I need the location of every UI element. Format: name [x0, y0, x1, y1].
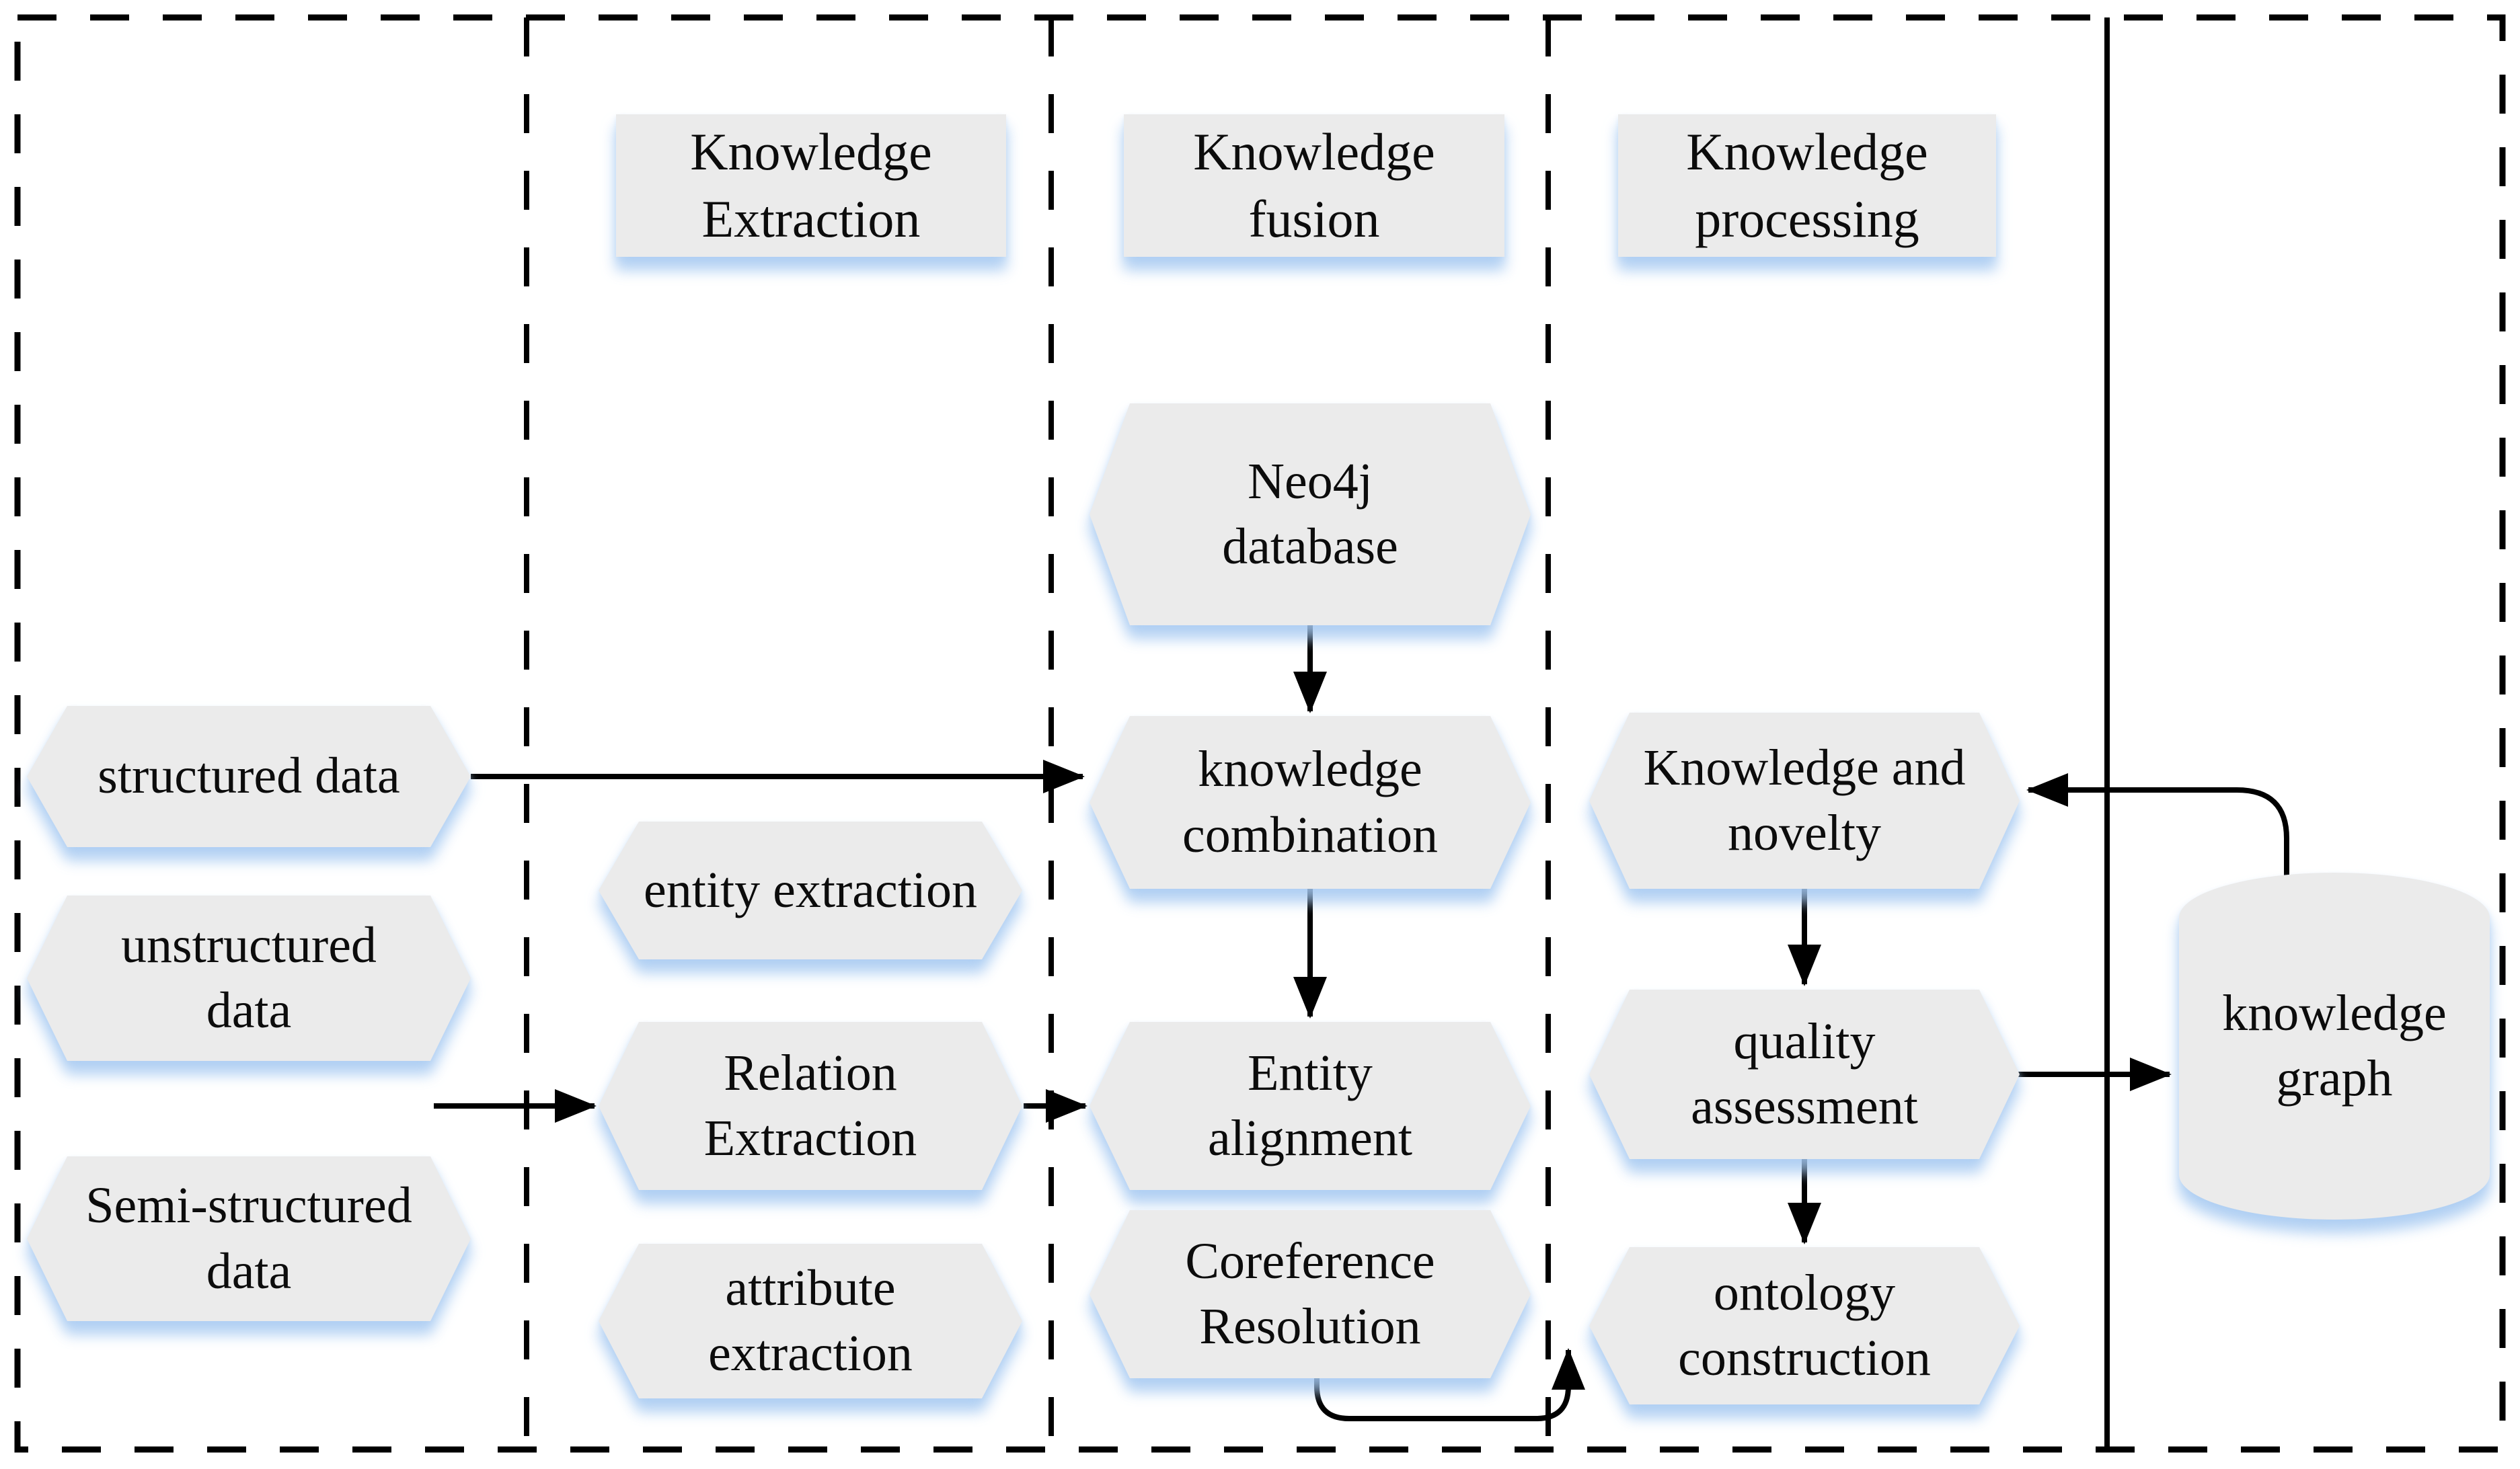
node-knowledge-graph: knowledge graph — [2179, 873, 2490, 1220]
structured-data-shape: structured data — [27, 706, 471, 847]
semi-structured-data-shape: Semi-structured data — [27, 1156, 471, 1321]
node-unstructured-data: unstructured data — [27, 896, 471, 1061]
coreference-resolution-shape: Coreference Resolution — [1090, 1210, 1531, 1378]
node-structured-data: structured data — [27, 706, 471, 847]
node-coreference-resolution: Coreference Resolution — [1090, 1210, 1531, 1378]
knowledge-combination-label: knowledge combination — [1182, 741, 1438, 863]
node-attribute-extraction: attribute extraction — [599, 1244, 1022, 1398]
knowledge-graph-cylinder: knowledge graph — [2179, 873, 2490, 1220]
node-ontology-construction: ontology construction — [1589, 1247, 2020, 1404]
entity-extraction-label: entity extraction — [644, 861, 977, 918]
entity-extraction-shape: entity extraction — [599, 822, 1022, 959]
neo4j-database-shape: Neo4j database — [1090, 403, 1531, 625]
node-relation-extraction: Relation Extraction — [599, 1022, 1022, 1190]
node-entity-alignment: Entity alignment — [1090, 1022, 1531, 1190]
column-header-knowledge-fusion: Knowledge fusion — [1124, 114, 1504, 257]
arrow-knowledge-graph-to-knowledge-novelty-feedback — [2026, 773, 2289, 882]
knowledge-combination-shape: knowledge combination — [1090, 716, 1531, 889]
unstructured-data-label: unstructured data — [121, 916, 377, 1039]
column-header-knowledge-processing: Knowledge processing — [1618, 114, 1996, 257]
knowledge-fusion-header-label: Knowledge fusion — [1193, 122, 1435, 248]
knowledge-fusion-header-box: Knowledge fusion — [1124, 114, 1504, 257]
relation-extraction-shape: Relation Extraction — [599, 1022, 1022, 1190]
arrow-coreference-resolution-to-ontology-construction — [1314, 1348, 1585, 1421]
knowledge-graph-label: knowledge graph — [2222, 984, 2447, 1107]
coreference-resolution-label: Coreference Resolution — [1185, 1232, 1435, 1355]
entity-alignment-shape: Entity alignment — [1090, 1022, 1531, 1190]
quality-assessment-label: quality assessment — [1691, 1013, 1918, 1135]
structured-data-label: structured data — [98, 748, 400, 805]
knowledge-and-novelty-shape: Knowledge and novelty — [1589, 713, 2020, 889]
attribute-extraction-shape: attribute extraction — [599, 1244, 1022, 1398]
node-quality-assessment: quality assessment — [1589, 990, 2020, 1159]
knowledge-and-novelty-label: Knowledge and novelty — [1643, 739, 1966, 861]
node-knowledge-and-novelty: Knowledge and novelty — [1589, 713, 2020, 889]
node-entity-extraction: entity extraction — [599, 822, 1022, 959]
node-knowledge-combination: knowledge combination — [1090, 716, 1531, 889]
knowledge-processing-header-label: Knowledge processing — [1686, 122, 1928, 248]
node-neo4j-database: Neo4j database — [1090, 403, 1531, 625]
quality-assessment-shape: quality assessment — [1589, 990, 2020, 1159]
knowledge-extraction-header-label: Knowledge Extraction — [690, 122, 932, 248]
semi-structured-data-label: Semi-structured data — [85, 1177, 412, 1300]
node-semi-structured-data: Semi-structured data — [27, 1156, 471, 1321]
relation-extraction-label: Relation Extraction — [703, 1044, 917, 1166]
knowledge-processing-header-box: Knowledge processing — [1618, 114, 1996, 257]
neo4j-database-label: Neo4j database — [1222, 452, 1398, 575]
column-header-knowledge-extraction: Knowledge Extraction — [616, 114, 1006, 257]
unstructured-data-shape: unstructured data — [27, 896, 471, 1061]
knowledge-extraction-header-box: Knowledge Extraction — [616, 114, 1006, 257]
ontology-construction-shape: ontology construction — [1589, 1247, 2020, 1404]
ontology-construction-label: ontology construction — [1678, 1264, 1931, 1386]
entity-alignment-label: Entity alignment — [1208, 1044, 1412, 1166]
outer-dashed-border — [14, 14, 2506, 1453]
attribute-extraction-label: attribute extraction — [708, 1259, 913, 1382]
